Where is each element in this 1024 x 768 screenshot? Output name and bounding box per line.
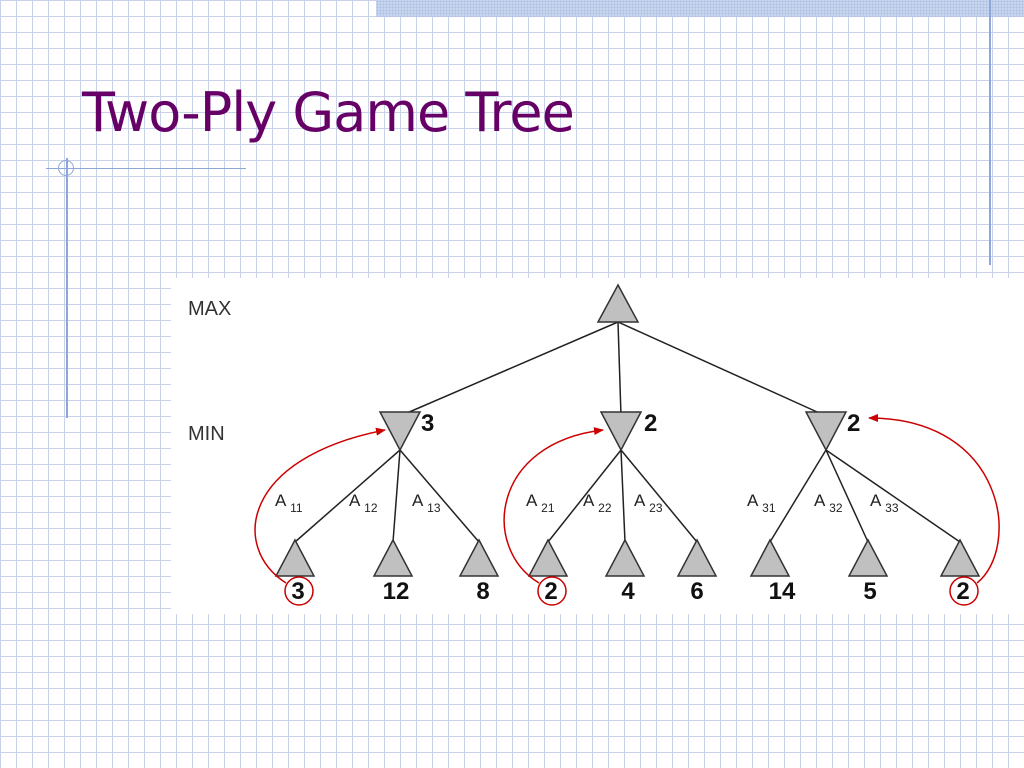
leaf-node-3-1	[749, 538, 791, 577]
leaf-highlight-circle-3	[949, 576, 979, 606]
decorative-right-vertical-line	[989, 0, 991, 265]
leaf-highlight-circle-2	[537, 576, 567, 606]
edge-root-to-min-2	[617, 321, 622, 417]
move-label-a33: A 33	[870, 491, 899, 515]
edge-root-to-min-3	[617, 321, 827, 417]
leaf-node-3-2	[847, 538, 889, 577]
edge-min-3-to-leaf-1	[769, 449, 827, 543]
move-label-a32: A 32	[814, 491, 843, 515]
edge-min-2-to-leaf-1	[547, 449, 622, 543]
edge-min-1-to-leaf-1	[294, 449, 401, 543]
move-label-a13: A 13	[412, 491, 441, 515]
leaf-value-1-3: 8	[476, 578, 489, 605]
move-label-a21: A 21	[526, 491, 555, 515]
leaf-value-2-2: 4	[621, 578, 635, 605]
leaf-value-3-1: 14	[769, 578, 796, 605]
game-tree-diagram: MAX MIN 3 2 2 3 12 8 2 4 6 14 5 2	[188, 283, 1000, 606]
move-label-a22: A 22	[583, 491, 612, 515]
min-node-3-value: 2	[847, 410, 860, 437]
max-level-label: MAX	[188, 298, 231, 320]
decorative-top-bar	[376, 0, 1024, 17]
leaf-node-3-3	[939, 538, 981, 577]
leaf-value-2-1: 2	[544, 578, 557, 605]
decorative-left-vertical-line	[66, 158, 68, 418]
min-node-1	[378, 411, 422, 452]
min-node-2	[599, 411, 643, 452]
leaf-highlight-circle-1	[284, 576, 314, 606]
decorative-title-underline	[46, 168, 246, 169]
min-node-1-value: 3	[421, 410, 434, 437]
move-label-a11: A 11	[275, 491, 303, 515]
leaf-value-1-1: 3	[291, 578, 304, 605]
leaf-value-3-3: 2	[956, 578, 969, 605]
leaf-node-1-3	[458, 538, 500, 577]
edge-root-to-min-1	[399, 321, 619, 417]
decorative-ring	[58, 160, 74, 176]
min-node-3	[804, 411, 848, 452]
max-root-node	[596, 283, 640, 323]
edge-min-1-to-leaf-3	[399, 449, 480, 543]
leaf-node-1-1	[274, 538, 316, 577]
leaf-value-2-3: 6	[690, 578, 703, 605]
edge-min-2-to-leaf-3	[620, 449, 698, 543]
leaf-value-3-2: 5	[863, 578, 876, 605]
edge-min-2-to-leaf-2	[620, 449, 626, 543]
leaf-node-2-2	[604, 538, 646, 577]
min-node-2-value: 2	[644, 410, 657, 437]
move-label-a31: A 31	[747, 491, 776, 515]
edge-min-3-to-leaf-2	[825, 449, 869, 543]
leaf-node-2-3	[676, 538, 718, 577]
leaf-value-1-2: 12	[383, 578, 410, 605]
edge-min-1-to-leaf-2	[392, 449, 401, 543]
move-label-a23: A 23	[634, 491, 663, 515]
backup-arrow-2	[503, 427, 604, 584]
edge-min-3-to-leaf-3	[825, 449, 961, 543]
slide-title: Two-Ply Game Tree	[82, 81, 575, 144]
min-level-label: MIN	[188, 423, 225, 445]
backup-arrow-3	[868, 414, 1000, 584]
leaf-node-2-1	[527, 538, 569, 577]
backup-arrow-1	[254, 427, 386, 584]
move-label-a12: A 12	[349, 491, 378, 515]
leaf-node-1-2	[372, 538, 414, 577]
diagram-panel	[171, 278, 1024, 614]
